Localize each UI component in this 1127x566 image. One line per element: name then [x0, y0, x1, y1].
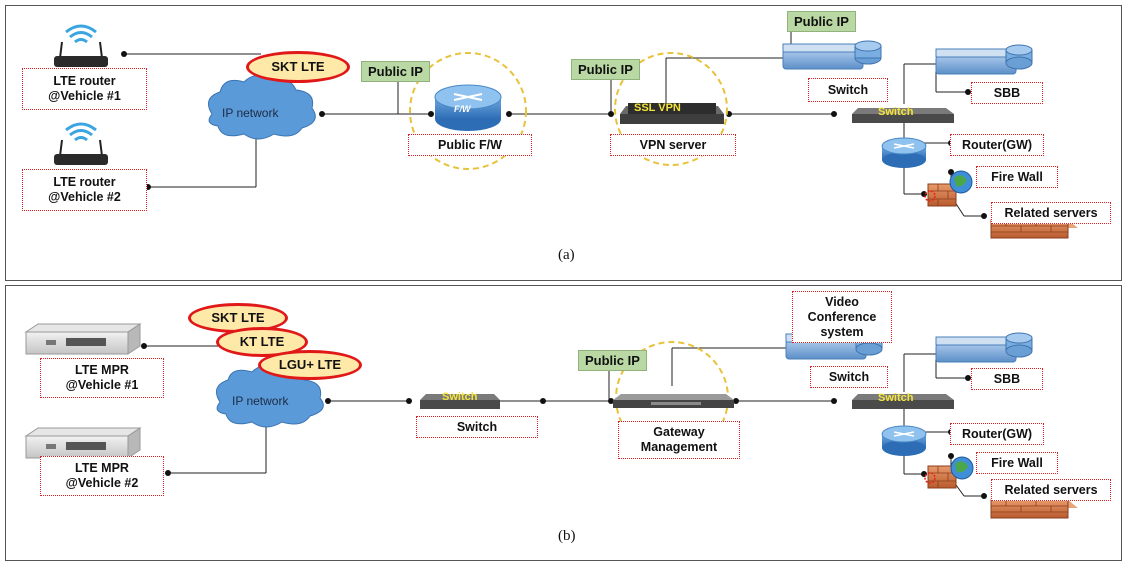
video-line2: Conference — [807, 310, 877, 324]
public-ip-vpn-tag: Public IP — [571, 59, 640, 80]
fw-highlight-circle — [409, 52, 527, 170]
lte-mpr-1-label: LTE MPR @Vehicle #1 — [40, 358, 164, 398]
mid-switch-device-icon — [420, 394, 500, 409]
panel-b-caption: (b) — [558, 528, 576, 544]
lte-router-1-icon — [54, 24, 108, 67]
router-gw-b-label: Router(GW) — [950, 423, 1044, 445]
public-ip-switch-tag: Public IP — [787, 11, 856, 32]
lte-router-1-label: LTE router @Vehicle #1 — [22, 68, 147, 110]
ssl-vpn-text: SSL VPN — [634, 102, 681, 114]
ip-network-b-label: IP network — [232, 394, 289, 408]
lte-router-1-line2: @Vehicle #1 — [48, 89, 121, 103]
lgu-lte-badge: LGU+ LTE — [258, 350, 362, 380]
vpn-device-icon — [620, 103, 724, 124]
sbb-b-label: SBB — [971, 368, 1043, 390]
firewall-router-icon — [434, 84, 502, 131]
sbb-server-icon — [935, 44, 1033, 75]
public-ip-gateway-tag: Public IP — [578, 350, 647, 371]
video-line1: Video — [825, 295, 859, 309]
fire-wall-icon — [924, 170, 973, 207]
related-servers-label: Related servers — [991, 202, 1111, 224]
lte-mpr-1-line1: LTE MPR — [75, 363, 129, 377]
mid-switch-label: Switch — [416, 416, 538, 438]
vpn-server-label: VPN server — [610, 134, 736, 156]
panel-a-connections — [54, 23, 1078, 239]
panel-b-connections — [24, 323, 1078, 519]
gateway-line1: Gateway — [653, 425, 705, 439]
lte-router-2-line2: @Vehicle #2 — [48, 190, 121, 204]
gateway-device-icon — [613, 394, 734, 408]
gateway-management-label: Gateway Management — [618, 421, 740, 459]
ip-network-label: IP network — [222, 106, 279, 120]
fire-wall-b-label: Fire Wall — [976, 452, 1058, 474]
sbb-server-b-icon — [935, 332, 1033, 363]
video-line3: system — [820, 325, 864, 339]
lte-mpr-1-line2: @Vehicle #1 — [65, 378, 139, 392]
gateway-line2: Management — [640, 440, 718, 454]
switch-b-icon-text: Switch — [878, 392, 914, 404]
public-ip-fw-tag: Public IP — [361, 61, 430, 82]
related-servers-b-icon — [990, 499, 1078, 519]
lte-mpr-2-line1: LTE MPR — [75, 461, 129, 475]
right-switch-b-device-icon — [852, 394, 954, 409]
skt-lte-badge: SKT LTE — [246, 51, 350, 83]
panel-a: LTE router @Vehicle #1 LTE router @Vehic… — [5, 5, 1122, 281]
panel-a-caption: (a) — [558, 247, 575, 263]
sbb-label: SBB — [971, 82, 1043, 104]
right-switch-device-icon — [852, 108, 954, 123]
fw-icon-text: F/W — [454, 104, 471, 114]
mid-switch-icon-text: Switch — [442, 391, 478, 403]
lte-mpr-1-icon — [24, 323, 142, 355]
kt-lte-badge: KT LTE — [216, 327, 308, 357]
ip-network-cloud-b-icon — [215, 365, 324, 428]
fire-wall-label: Fire Wall — [976, 166, 1058, 188]
vpn-highlight-circle — [614, 52, 728, 166]
switch-icon-text: Switch — [878, 106, 914, 118]
ip-network-cloud-icon — [207, 75, 316, 140]
video-conference-label: Video Conference system — [792, 291, 892, 343]
switch-server-icon — [782, 40, 882, 70]
fire-wall-b-icon — [924, 456, 974, 489]
lte-router-2-label: LTE router @Vehicle #2 — [22, 169, 147, 211]
lte-mpr-2-line2: @Vehicle #2 — [65, 476, 139, 490]
panel-b: SKT LTE KT LTE LGU+ LTE LTE MPR @Vehicle… — [5, 285, 1122, 561]
lte-mpr-2-icon — [24, 427, 142, 459]
public-fw-label: Public F/W — [408, 134, 532, 156]
router-gw-b-icon — [881, 425, 927, 456]
switch-label: Switch — [808, 78, 888, 102]
switch-b-label: Switch — [810, 366, 888, 388]
lte-router-2-icon — [54, 122, 108, 165]
router-gw-icon — [881, 137, 927, 168]
lte-mpr-2-label: LTE MPR @Vehicle #2 — [40, 456, 164, 496]
related-servers-b-label: Related servers — [991, 479, 1111, 501]
lte-router-2-line1: LTE router — [53, 175, 116, 189]
router-gw-label: Router(GW) — [950, 134, 1044, 156]
lte-router-1-line1: LTE router — [53, 74, 116, 88]
